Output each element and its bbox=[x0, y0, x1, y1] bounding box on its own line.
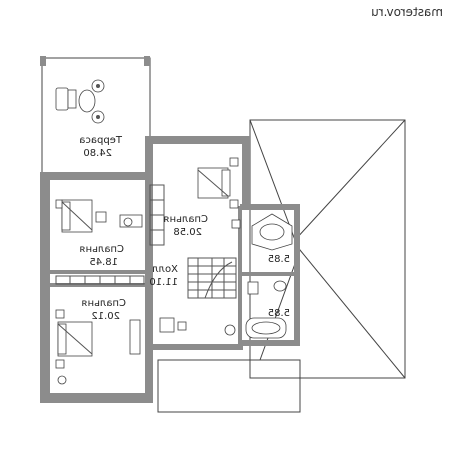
toilet bbox=[247, 281, 259, 295]
exterior-walls bbox=[40, 136, 300, 403]
bathroom-1 bbox=[251, 213, 293, 251]
bathroom-2-area-value: 5.85 bbox=[268, 308, 290, 319]
armchair bbox=[159, 317, 175, 333]
bedroom-3 bbox=[55, 309, 141, 385]
bedroom-1-area-value: 20.58 bbox=[173, 227, 202, 238]
terrace-sofa bbox=[55, 87, 69, 111]
bathroom-1-area-value: 5.85 bbox=[268, 254, 290, 265]
bedroom-3-area-value: 20.12 bbox=[91, 311, 120, 322]
plant bbox=[57, 375, 67, 385]
wardrobe bbox=[129, 319, 141, 355]
bedroom-3-label: Спальня bbox=[82, 298, 127, 309]
bedroom-2-label: Спальня bbox=[80, 244, 125, 255]
hall-area-value: 11.10 bbox=[149, 277, 178, 288]
interior-walls bbox=[46, 184, 296, 344]
bedroom-1-label: Спальня bbox=[164, 214, 209, 225]
terrace-area-value: 24.80 bbox=[83, 148, 112, 159]
bedroom-1 bbox=[197, 157, 241, 229]
bedroom-2 bbox=[55, 199, 143, 233]
bathroom-2 bbox=[245, 280, 287, 339]
hall bbox=[159, 257, 237, 336]
bedroom-2-area-value: 18.45 bbox=[89, 257, 118, 268]
hall-label: Холл bbox=[152, 264, 178, 275]
watermark: masterov.ru bbox=[371, 5, 443, 19]
plant bbox=[224, 324, 236, 336]
terrace-table bbox=[78, 89, 96, 113]
terrace-label: Терраса bbox=[79, 135, 123, 146]
room-labels: Терраса 24.80 Спальня 20.58 Спальня 18.4… bbox=[79, 135, 290, 322]
sink bbox=[273, 280, 287, 292]
